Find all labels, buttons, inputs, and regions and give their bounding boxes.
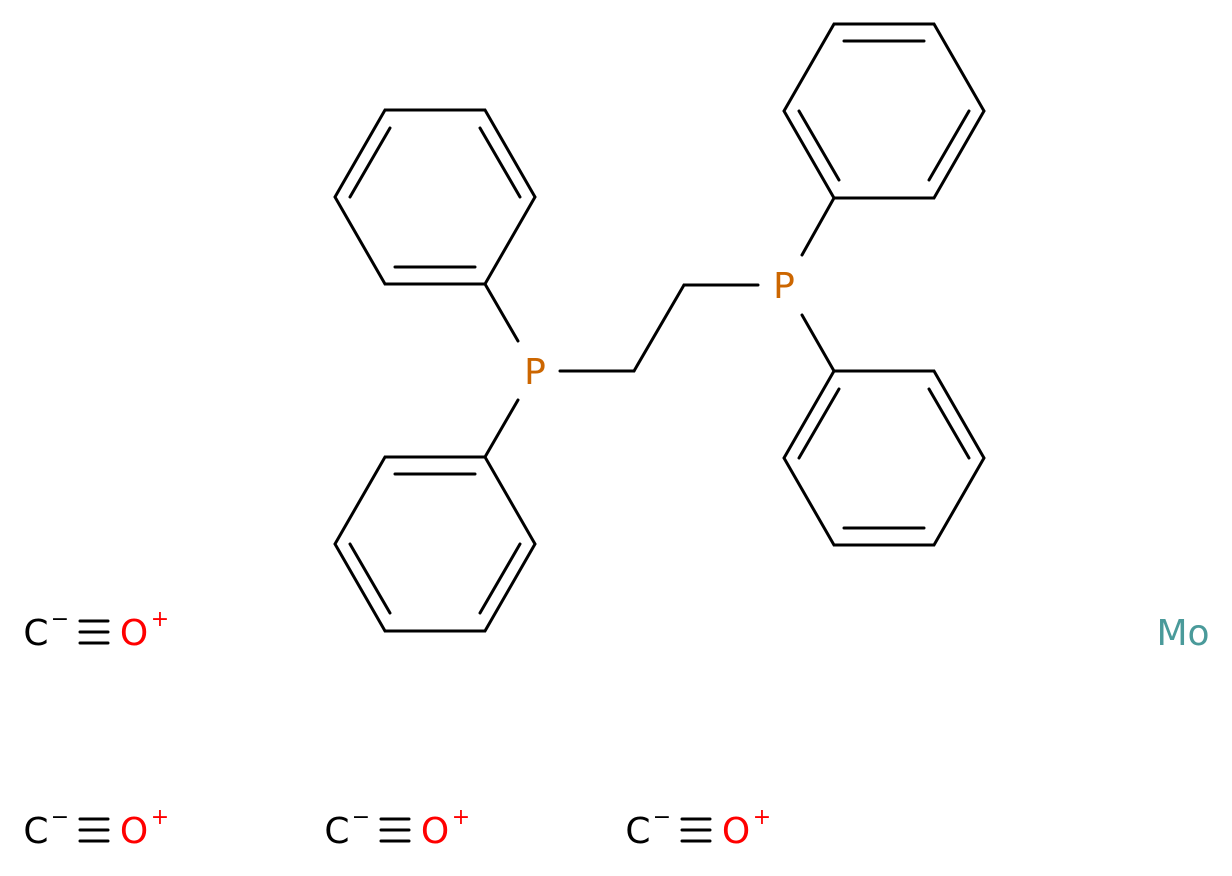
atom-labels: P P Mo C − O + C − O + C − O + C − O + [23, 266, 1209, 852]
bond-p-left-phenyl-lower [483, 398, 520, 459]
carbonyl-triple-bond-1 [78, 619, 110, 645]
phenyl-ring-right-lower [782, 369, 986, 547]
bond-p-right-phenyl-lower [800, 313, 836, 373]
carbonyl-triple-bond-2 [78, 817, 110, 843]
bond-ch2-ch2 [632, 283, 686, 373]
phosphorus-left-label: P [524, 352, 546, 393]
molybdenum-label: Mo [1156, 613, 1209, 654]
carbonyl-3-oxygen: O [421, 811, 449, 852]
carbonyl-1-oxygen-charge: + [151, 607, 169, 632]
carbonyl-2-oxygen-charge: + [151, 805, 169, 830]
carbonyl-2-oxygen: O [120, 811, 148, 852]
phenyl-ring-right-upper [782, 22, 986, 200]
carbonyl-3-carbon-charge: − [352, 805, 370, 830]
carbonyl-triple-bond-4 [680, 817, 712, 843]
bond-p-left-phenyl-upper [483, 282, 520, 343]
carbonyl-2-carbon-charge: − [51, 805, 69, 830]
carbonyl-4-oxygen: O [722, 811, 750, 852]
phenyl-ring-left-lower [333, 455, 537, 633]
bond-p-right-phenyl-upper [800, 196, 836, 257]
carbonyl-2-carbon: C [23, 811, 48, 852]
carbonyl-3-carbon: C [324, 811, 349, 852]
carbonyl-4-carbon: C [625, 811, 650, 852]
carbonyl-4-carbon-charge: − [653, 805, 671, 830]
phenyl-ring-left-upper [333, 108, 537, 286]
carbonyl-triple-bond-3 [379, 817, 411, 843]
carbonyl-1-carbon-charge: − [51, 607, 69, 632]
carbonyl-1-carbon: C [23, 613, 48, 654]
carbonyl-4-oxygen-charge: + [753, 805, 771, 830]
carbonyl-3-oxygen-charge: + [452, 805, 470, 830]
carbonyl-1-oxygen: O [120, 613, 148, 654]
bond-lines [78, 22, 986, 843]
phosphorus-right-label: P [773, 266, 795, 307]
